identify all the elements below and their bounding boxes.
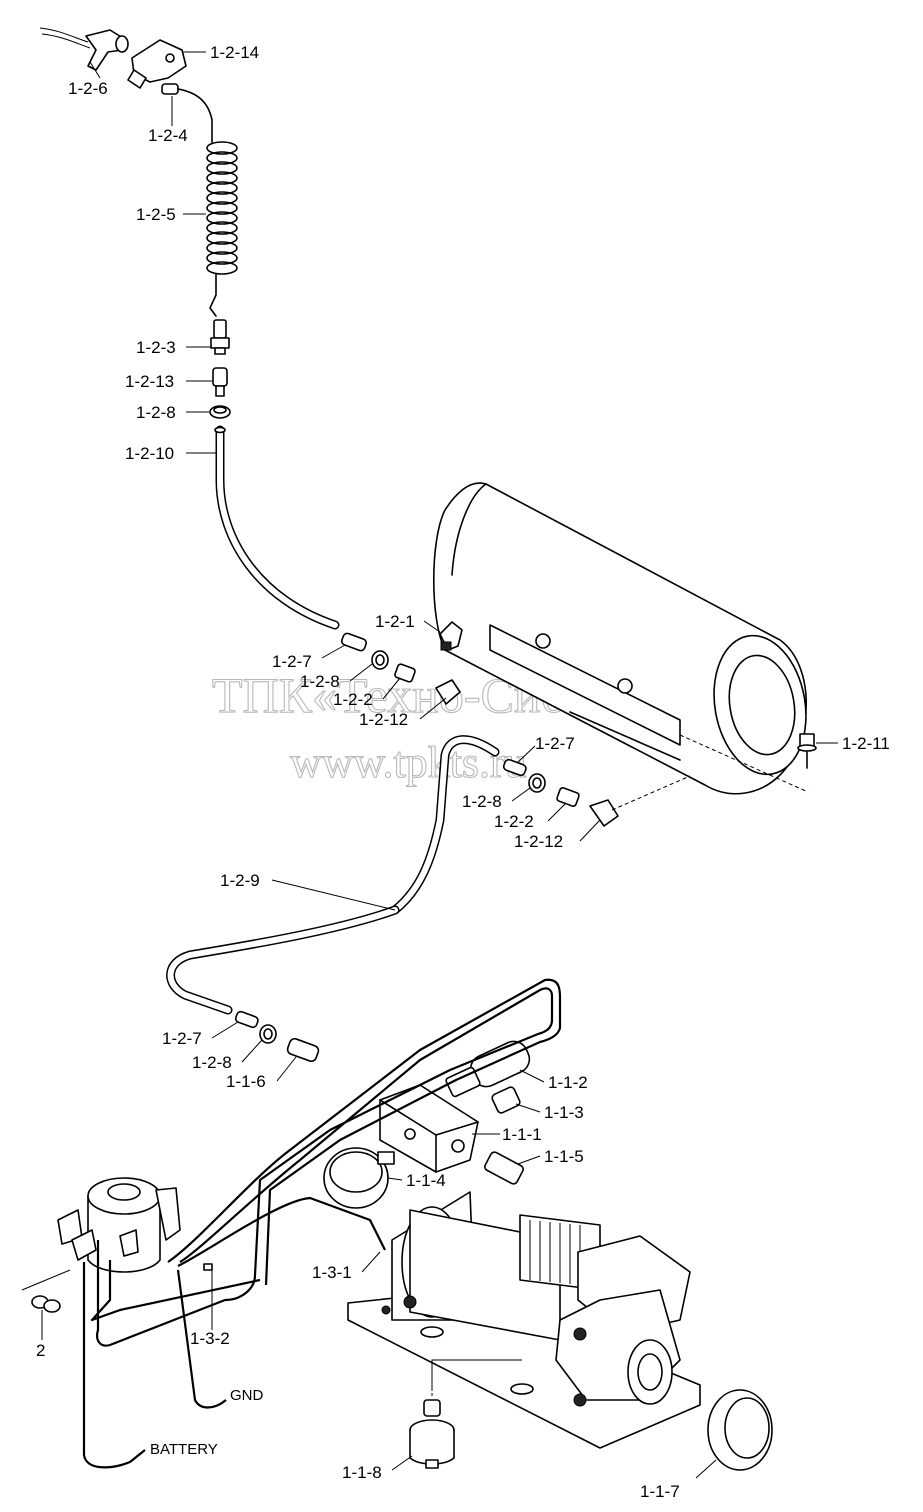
label-1-2-2-b: 1-2-2 bbox=[494, 812, 534, 831]
label-1-1-7: 1-1-7 bbox=[640, 1482, 680, 1501]
label-1-1-3: 1-1-3 bbox=[544, 1103, 584, 1122]
hose-1-2-9 bbox=[166, 905, 400, 1015]
fitting-set-c bbox=[234, 1010, 320, 1063]
label-1-2-12-a: 1-2-12 bbox=[359, 710, 408, 729]
bolt-1-2-11 bbox=[797, 733, 817, 769]
label-1-2-10: 1-2-10 bbox=[125, 444, 174, 463]
foot-1-1-8 bbox=[409, 1388, 455, 1469]
label-1-2-8-top: 1-2-8 bbox=[136, 403, 176, 422]
label-1-1-5: 1-1-5 bbox=[544, 1147, 584, 1166]
label-1-2-5: 1-2-5 bbox=[136, 205, 176, 224]
chuck-1-2-14 bbox=[127, 39, 187, 89]
fitting-1-1-5 bbox=[484, 1151, 524, 1185]
label-1-2-9: 1-2-9 bbox=[220, 871, 260, 890]
clamp-1-2-8-top bbox=[209, 405, 231, 419]
label-1-2-11: 1-2-11 bbox=[842, 734, 890, 753]
compressor-body bbox=[347, 1191, 701, 1449]
label-1-2-6: 1-2-6 bbox=[68, 79, 108, 98]
fitting-set-a bbox=[340, 632, 461, 705]
label-1-2-2-a: 1-2-2 bbox=[333, 690, 373, 709]
air-gun-1-2-6 bbox=[39, 27, 129, 71]
label-1-1-4: 1-1-4 bbox=[406, 1171, 446, 1190]
hose-1-2-10 bbox=[214, 425, 340, 630]
label-1-2-4: 1-2-4 bbox=[148, 126, 188, 145]
label-1-2-1: 1-2-1 bbox=[375, 612, 415, 631]
label-1-1-6: 1-1-6 bbox=[226, 1072, 266, 1091]
label-1-2-12-b: 1-2-12 bbox=[514, 832, 563, 851]
drain-valve-1-2-1 bbox=[439, 621, 463, 651]
bolt-2 bbox=[31, 1295, 61, 1313]
label-1-2-8-b: 1-2-8 bbox=[462, 792, 502, 811]
air-filter-1-1-7 bbox=[707, 1389, 773, 1471]
fitting-set-b bbox=[390, 735, 691, 915]
valve-1-1-3 bbox=[491, 1086, 521, 1114]
coil-hose-1-2-5 bbox=[206, 119, 238, 317]
relay-unit bbox=[57, 1177, 181, 1273]
label-1-2-8-c: 1-2-8 bbox=[192, 1053, 232, 1072]
gauge-1-1-4 bbox=[323, 1147, 395, 1209]
air-tank bbox=[433, 482, 809, 795]
label-1-2-7-b: 1-2-7 bbox=[535, 734, 575, 753]
label-1-2-14: 1-2-14 bbox=[210, 43, 259, 62]
wiring-harness bbox=[82, 978, 562, 1469]
label-gnd: GND bbox=[230, 1387, 264, 1404]
label-1-2-7-a: 1-2-7 bbox=[272, 652, 312, 671]
fitting-1-2-3 bbox=[210, 319, 230, 355]
label-1-1-8: 1-1-8 bbox=[342, 1463, 382, 1482]
label-1-2-3: 1-2-3 bbox=[136, 338, 176, 357]
label-battery: BATTERY bbox=[150, 1441, 218, 1458]
part-labels: 1-2-14 1-2-6 1-2-4 1-2-5 1-2-3 1-2-13 1-… bbox=[36, 43, 890, 1501]
fitting-1-2-13 bbox=[212, 367, 228, 397]
label-1-1-1: 1-1-1 bbox=[502, 1125, 542, 1144]
label-1-1-2: 1-1-2 bbox=[548, 1073, 588, 1092]
label-1-2-7-c: 1-2-7 bbox=[162, 1029, 202, 1048]
label-1-2-8-a: 1-2-8 bbox=[300, 672, 340, 691]
label-2: 2 bbox=[36, 1341, 45, 1360]
label-1-2-13: 1-2-13 bbox=[125, 372, 174, 391]
fitting-1-2-4 bbox=[161, 83, 213, 121]
leader-lines bbox=[21, 51, 838, 1479]
label-1-3-2: 1-3-2 bbox=[190, 1329, 230, 1348]
label-1-3-1: 1-3-1 bbox=[312, 1263, 352, 1282]
